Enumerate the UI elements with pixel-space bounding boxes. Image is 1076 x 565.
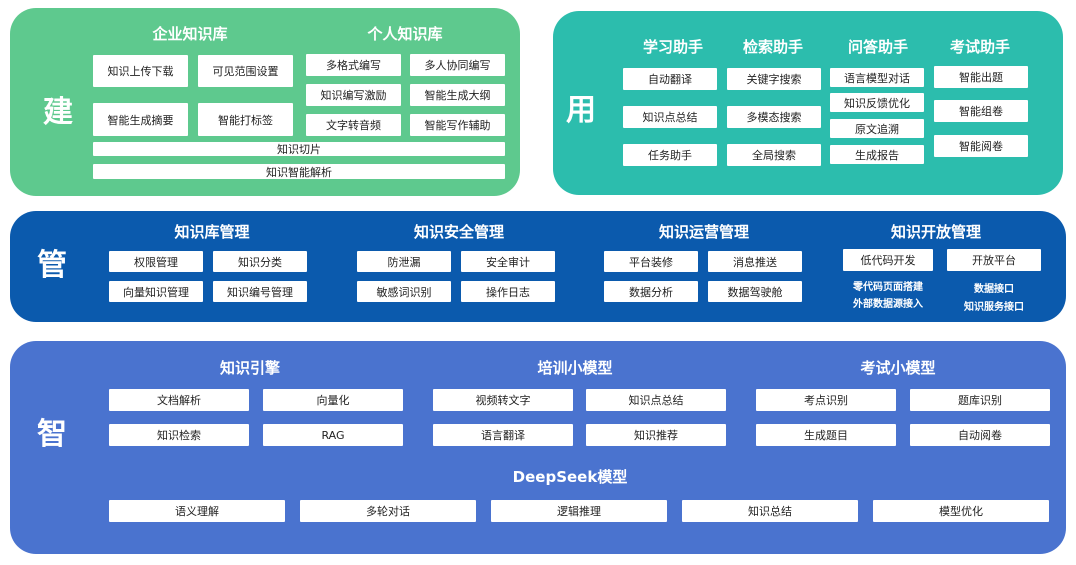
rag-box: RAG [263, 424, 403, 446]
data-cockpit-box: 数据驾驶舱 [708, 281, 802, 302]
intelligence-label: 智 [37, 417, 67, 452]
knowledge-summary-box: 知识总结 [682, 500, 858, 522]
numbering-box: 知识编号管理 [213, 281, 307, 302]
source-trace-box: 原文追溯 [830, 119, 924, 138]
text-to-audio-box: 文字转音频 [306, 114, 401, 136]
personal-kb-title: 个人知识库 [367, 25, 443, 43]
build-panel: 建 企业知识库 知识上传下载 可见范围设置 智能生成摘要 智能打标签 个人知识库… [10, 8, 520, 196]
generate-question-box: 生成题目 [756, 424, 896, 446]
multimodal-search-box: 多模态搜索 [727, 106, 821, 128]
auto-paper-box: 智能组卷 [934, 100, 1028, 122]
permission-box: 权限管理 [109, 251, 203, 272]
semantic-understanding-box: 语义理解 [109, 500, 285, 522]
multi-turn-box: 多轮对话 [300, 500, 476, 522]
search-assistant-title: 检索助手 [742, 38, 803, 56]
auto-summary-box: 智能生成摘要 [93, 103, 188, 136]
keyword-search-box: 关键字搜索 [727, 68, 821, 90]
security-audit-box: 安全审计 [461, 251, 555, 272]
service-interface-note: 知识服务接口 [964, 302, 1024, 313]
feedback-optimize-box: 知识反馈优化 [830, 93, 924, 112]
manage-panel: 管 知识库管理 权限管理 知识分类 向量知识管理 知识编号管理 知识安全管理 防… [10, 211, 1066, 322]
deepseek-title: DeepSeek模型 [512, 468, 628, 486]
auto-tag-box: 智能打标签 [198, 103, 293, 136]
auto-translate-box: 自动翻译 [623, 68, 717, 90]
auto-outline-box: 智能生成大纲 [410, 84, 505, 106]
knowledge-slice-box: 知识切片 [93, 142, 505, 156]
vectorize-box: 向量化 [263, 389, 403, 411]
video-to-text-box: 视频转文字 [433, 389, 573, 411]
knowledge-recommend-box: 知识推荐 [586, 424, 726, 446]
task-assistant-box: 任务助手 [623, 144, 717, 166]
platform-decor-box: 平台装修 [604, 251, 698, 272]
training-model-title: 培训小模型 [537, 359, 613, 377]
intelligence-panel: 智 知识引擎 文档解析 向量化 知识检索 RAG 培训小模型 视频转文字 知识点… [10, 341, 1066, 554]
open-platform-box: 开放平台 [947, 249, 1041, 271]
auto-grading-box: 智能阅卷 [934, 135, 1028, 157]
enterprise-kb-title: 企业知识库 [152, 25, 228, 43]
upload-download-box: 知识上传下载 [93, 55, 188, 87]
use-panel: 用 学习助手 自动翻译 知识点总结 任务助手 检索助手 关键字搜索 多模态搜索 … [553, 11, 1063, 195]
vector-kb-box: 向量知识管理 [109, 281, 203, 302]
message-push-box: 消息推送 [708, 251, 802, 272]
auto-question-box: 智能出题 [934, 66, 1028, 88]
visibility-scope-box: 可见范围设置 [198, 55, 293, 87]
exam-assistant-title: 考试助手 [949, 38, 1010, 56]
collab-edit-box: 多人协同编写 [410, 54, 505, 76]
operation-log-box: 操作日志 [461, 281, 555, 302]
language-translate-box: 语言翻译 [433, 424, 573, 446]
exam-point-box: 考点识别 [756, 389, 896, 411]
question-bank-box: 题库识别 [910, 389, 1050, 411]
doc-parse-box: 文档解析 [109, 389, 249, 411]
generate-report-box: 生成报告 [830, 145, 924, 164]
zero-code-note: 零代码页面搭建 [853, 282, 923, 293]
point-summary-model-box: 知识点总结 [586, 389, 726, 411]
multi-format-box: 多格式编写 [306, 54, 401, 76]
model-optimize-box: 模型优化 [873, 500, 1049, 522]
build-label: 建 [43, 95, 73, 130]
classify-box: 知识分类 [213, 251, 307, 272]
low-code-box: 低代码开发 [843, 249, 933, 271]
auto-grade-model-box: 自动阅卷 [910, 424, 1050, 446]
open-management-title: 知识开放管理 [890, 223, 981, 241]
kb-management-title: 知识库管理 [174, 223, 250, 241]
security-management-title: 知识安全管理 [413, 223, 504, 241]
leak-prevention-box: 防泄漏 [357, 251, 451, 272]
knowledge-engine-title: 知识引擎 [219, 359, 280, 377]
llm-chat-box: 语言模型对话 [830, 68, 924, 87]
global-search-box: 全局搜索 [727, 144, 821, 166]
knowledge-retrieval-box: 知识检索 [109, 424, 249, 446]
writing-assist-box: 智能写作辅助 [410, 114, 505, 136]
sensitive-word-box: 敏感词识别 [357, 281, 451, 302]
point-summary-box: 知识点总结 [623, 106, 717, 128]
use-label: 用 [566, 93, 596, 128]
knowledge-parse-box: 知识智能解析 [93, 164, 505, 179]
exam-model-title: 考试小模型 [860, 359, 936, 377]
data-interface-note: 数据接口 [974, 284, 1014, 295]
writing-incentive-box: 知识编写激励 [306, 84, 401, 106]
logic-reasoning-box: 逻辑推理 [491, 500, 667, 522]
external-source-note: 外部数据源接入 [853, 299, 923, 310]
qa-assistant-title: 问答助手 [847, 38, 908, 56]
data-analysis-box: 数据分析 [604, 281, 698, 302]
learning-assistant-title: 学习助手 [642, 38, 703, 56]
manage-label: 管 [37, 248, 67, 283]
operation-management-title: 知识运营管理 [658, 223, 749, 241]
